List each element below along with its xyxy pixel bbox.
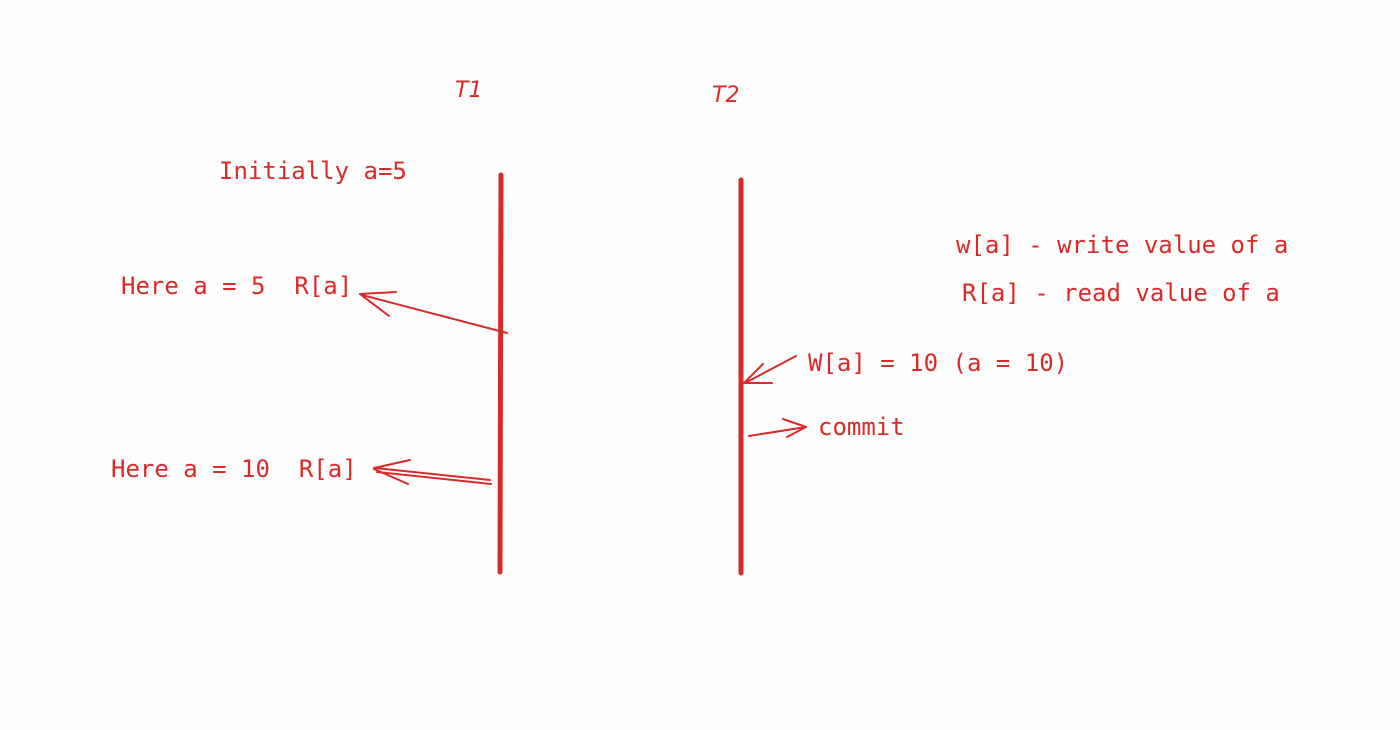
- legend-read: R[a] - read value of a: [962, 279, 1280, 307]
- t1-read-arrow-second: [373, 459, 492, 485]
- t1-first-read-note: Here a = 5 R[a]: [121, 272, 353, 300]
- t2-label: T2: [712, 83, 740, 108]
- legend-write: w[a] - write value of a: [956, 231, 1289, 259]
- t1-timeline: [497, 172, 504, 575]
- t2-commit-note: commit: [818, 413, 905, 441]
- t1-label: T1: [455, 78, 483, 103]
- t1-read-arrow-first: [359, 291, 508, 334]
- initial-value-note: Initially a=5: [219, 157, 407, 185]
- t2-write-note: W[a] = 10 (a = 10): [808, 349, 1069, 377]
- t1-second-read-note: Here a = 10 R[a]: [111, 455, 357, 483]
- t2-commit-arrow: [748, 418, 807, 438]
- t2-write-arrow: [743, 355, 797, 384]
